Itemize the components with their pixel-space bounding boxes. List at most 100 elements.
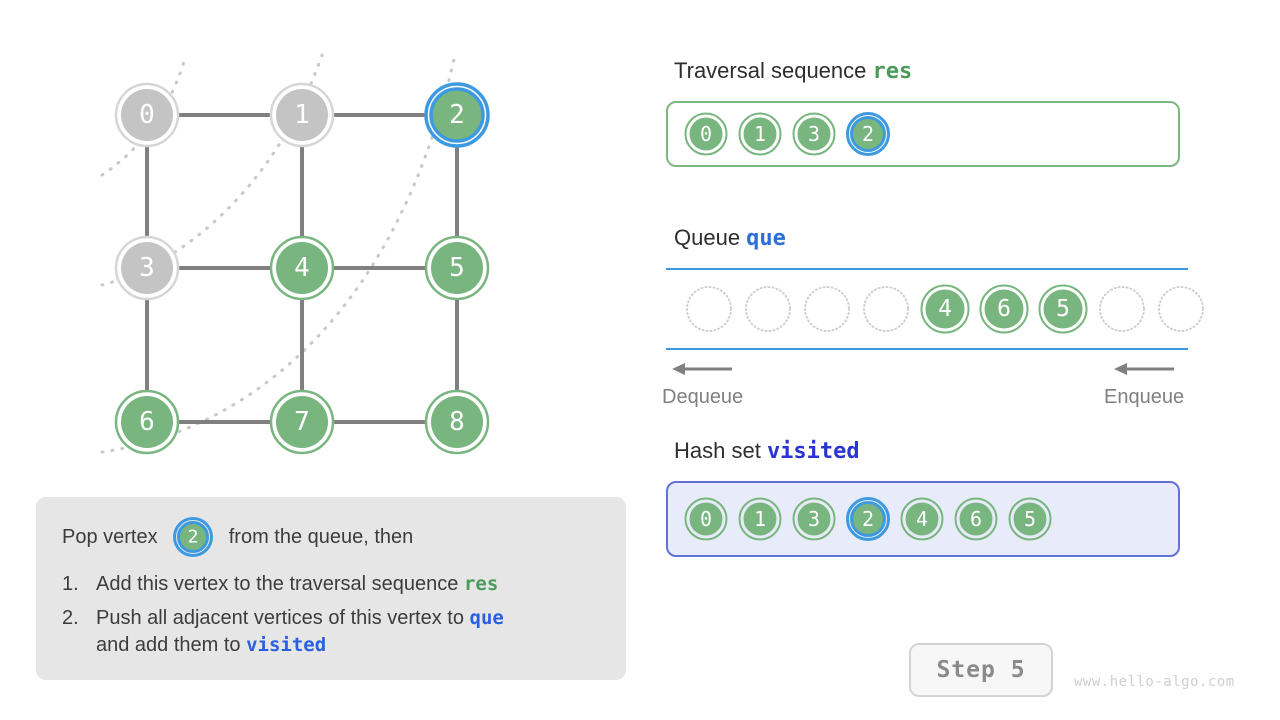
graph-node-8[interactable]: 8 <box>424 389 490 455</box>
vertex-chip: 3 <box>792 497 836 541</box>
svg-text:3: 3 <box>808 122 820 146</box>
explanation-steps: 1. Add this vertex to the traversal sequ… <box>62 571 602 658</box>
vertex-chip: 2 <box>846 112 890 156</box>
graph-node-label: 0 <box>139 100 155 130</box>
step-2-text: Push all adjacent vertices of this verte… <box>96 607 470 630</box>
svg-text:2: 2 <box>862 507 874 531</box>
explanation-step-2: 2. Push all adjacent vertices of this ve… <box>62 605 602 658</box>
vertex-chip-empty <box>743 284 793 334</box>
step-2-code-visited: visited <box>246 633 327 656</box>
graph-node-label: 7 <box>294 407 310 437</box>
queue-legend: Dequeue Enqueue <box>662 354 1196 420</box>
vertex-chip-empty <box>1097 284 1147 334</box>
svg-text:2: 2 <box>188 527 199 548</box>
vertex-chip: 1 <box>738 497 782 541</box>
step-2-code-que: que <box>469 607 504 630</box>
vertex-chip: 0 <box>684 112 728 156</box>
explanation-lead: Pop vertex 2 from the queue, then <box>62 517 602 557</box>
vertex-chip: 3 <box>792 112 836 156</box>
visited-title: Hash set visited <box>674 440 1226 463</box>
graph-node-label: 8 <box>449 407 465 437</box>
graph-node-0[interactable]: 0 <box>114 82 180 148</box>
svg-text:6: 6 <box>970 507 982 531</box>
graph-canvas: 0 1 2 3 4 5 6 7 8 <box>100 53 490 455</box>
svg-text:5: 5 <box>1056 296 1070 322</box>
res-items: 0 1 3 2 <box>684 103 890 165</box>
svg-text:4: 4 <box>916 507 928 531</box>
vertex-chip: 4 <box>920 284 970 334</box>
graph-node-6[interactable]: 6 <box>114 389 180 455</box>
explanation-step-1: 1. Add this vertex to the traversal sequ… <box>62 571 602 597</box>
graph-node-4[interactable]: 4 <box>269 235 335 301</box>
graph-nodes: 0 1 2 3 4 5 6 7 8 <box>114 82 490 455</box>
vertex-chip-empty <box>861 284 911 334</box>
queue-title-text: Queue <box>674 225 747 250</box>
enqueue-arrow-icon <box>1114 363 1174 375</box>
state-panels: Traversal sequence res 0 1 3 2 Queue que 4 6… <box>662 60 1226 557</box>
graph-node-3[interactable]: 3 <box>114 235 180 301</box>
inline-vertex-chip: 2 <box>173 517 214 557</box>
queue-top-rule <box>666 268 1188 270</box>
graph-panel: 0 1 2 3 4 5 6 7 8 <box>60 40 620 480</box>
step-text: Push all adjacent vertices of this verte… <box>96 605 602 658</box>
queue-slots: 4 6 5 <box>684 268 1206 350</box>
res-container: 0 1 3 2 <box>666 101 1180 167</box>
graph-node-2[interactable]: 2 <box>424 82 490 148</box>
dequeue-label: Dequeue <box>662 386 744 408</box>
graph-node-label: 3 <box>139 253 155 283</box>
queue-title-code: que <box>746 226 786 251</box>
svg-text:2: 2 <box>862 122 874 146</box>
svg-text:0: 0 <box>700 122 712 146</box>
svg-text:5: 5 <box>1024 507 1036 531</box>
graph-node-7[interactable]: 7 <box>269 389 335 455</box>
explanation-lead-before: Pop vertex <box>62 526 164 548</box>
res-title-text: Traversal sequence <box>674 58 873 83</box>
graph-node-label: 4 <box>294 253 310 283</box>
explanation-lead-after: from the queue, then <box>223 526 414 548</box>
svg-text:6: 6 <box>997 296 1011 322</box>
step-number: 2. <box>62 607 79 630</box>
explanation-panel: Pop vertex 2 from the queue, then 1. Add… <box>36 497 626 681</box>
visited-items: 0 1 3 2 4 6 5 <box>684 483 1052 555</box>
graph-node-label: 6 <box>139 407 155 437</box>
visited-container: 0 1 3 2 4 6 5 <box>666 481 1180 557</box>
graph-node-label: 2 <box>449 100 465 130</box>
queue-title: Queue que <box>674 227 1226 250</box>
enqueue-label: Enqueue <box>1104 386 1185 408</box>
graph-node-label: 5 <box>449 253 465 283</box>
svg-text:3: 3 <box>808 507 820 531</box>
vertex-chip-empty <box>684 284 734 334</box>
step-2-text-line2: and add them to <box>96 633 247 656</box>
res-title-code: res <box>872 59 913 84</box>
graph-node-1[interactable]: 1 <box>269 82 335 148</box>
vertex-chip: 4 <box>900 497 944 541</box>
vertex-chip-empty <box>1156 284 1206 334</box>
vertex-chip: 5 <box>1008 497 1052 541</box>
step-1-text: Add this vertex to the traversal sequenc… <box>96 573 464 595</box>
visited-title-text: Hash set <box>674 438 767 463</box>
vertex-chip: 5 <box>1038 284 1088 334</box>
graph-node-5[interactable]: 5 <box>424 235 490 301</box>
queue-bottom-rule <box>666 348 1188 350</box>
svg-text:1: 1 <box>754 122 766 146</box>
vertex-chip-empty <box>802 284 852 334</box>
step-text: Add this vertex to the traversal sequenc… <box>96 571 602 597</box>
dequeue-arrow-icon <box>672 363 732 375</box>
step-1-code: res <box>463 573 499 595</box>
vertex-chip: 2 <box>846 497 890 541</box>
res-title: Traversal sequence res <box>674 60 1226 83</box>
vertex-chip: 0 <box>684 497 728 541</box>
visited-title-code: visited <box>766 439 860 464</box>
watermark: www.hello-algo.com <box>1074 674 1235 690</box>
step-button[interactable]: Step 5 <box>909 643 1053 697</box>
vertex-chip: 6 <box>979 284 1029 334</box>
wavefront-curve-3 <box>100 53 457 454</box>
step-number: 1. <box>62 573 79 595</box>
svg-text:0: 0 <box>700 507 712 531</box>
svg-text:4: 4 <box>938 296 952 322</box>
vertex-chip: 1 <box>738 112 782 156</box>
svg-text:1: 1 <box>754 507 766 531</box>
vertex-chip: 6 <box>954 497 998 541</box>
queue-container: 4 6 5 <box>666 268 1204 350</box>
